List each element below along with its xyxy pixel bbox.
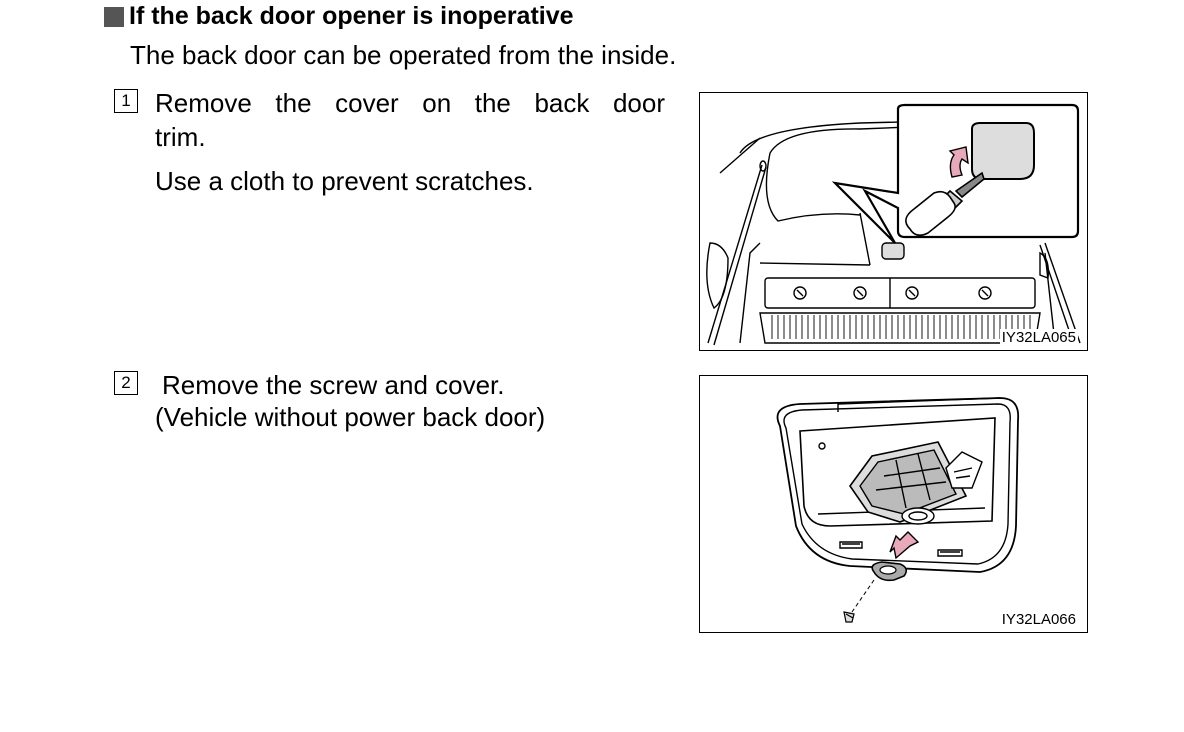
section-heading: If the back door opener is inoperative [104, 2, 574, 31]
heading-text: If the back door opener is inoperative [129, 2, 574, 30]
back-door-trim-illustration [706, 103, 1081, 346]
step-2: 2 Remove the screw and cover. (Vehicle w… [114, 368, 674, 448]
heading-square-icon [104, 6, 124, 27]
figure-back-door-trim: IY32LA065 [699, 92, 1088, 351]
intro-text: The back door can be operated from the i… [130, 40, 677, 70]
step-2-note: (Vehicle without power back door) [155, 402, 546, 432]
step-number-1: 1 [114, 89, 138, 113]
screw-icon [843, 611, 855, 623]
pry-up-arrow-icon [948, 146, 969, 178]
trim-cover-icon [881, 242, 905, 260]
step-2-instruction: Remove the screw and cover. [162, 370, 505, 400]
step-1-note: Use a cloth to prevent scratches. [155, 166, 534, 196]
figure-code-1: IY32LA065 [999, 329, 1078, 346]
figure-screw-and-cover: IY32LA066 [699, 375, 1088, 633]
step-1: 1 Remove the cover on the back door trim… [114, 86, 674, 206]
step-1-line-2: trim. [155, 122, 206, 152]
figure-code-2: IY32LA066 [999, 611, 1078, 628]
step-1-line-1: Remove the cover on the back door [155, 88, 665, 118]
step-number-2: 2 [114, 371, 138, 395]
step-1-instruction: Remove the cover on the back door trim. [155, 86, 665, 154]
pull-down-arrow-icon [889, 531, 920, 560]
screw-cover-illustration [776, 397, 1020, 623]
